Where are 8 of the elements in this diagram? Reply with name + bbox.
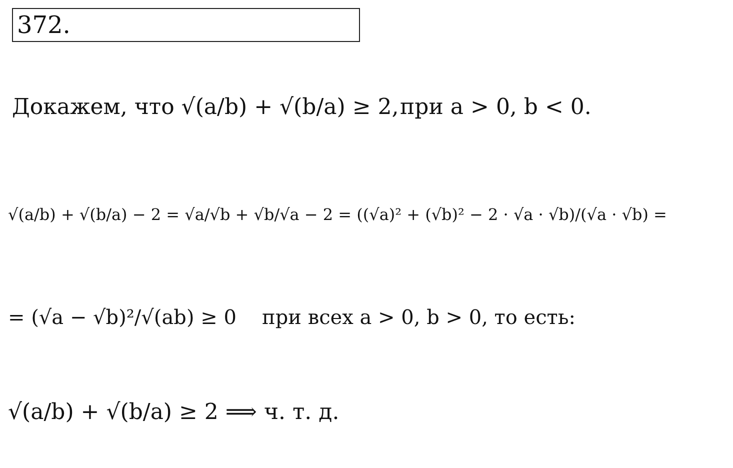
condition-text: при a > 0, b < 0. <box>400 95 592 120</box>
problem-number: 372. <box>17 11 70 39</box>
equation-line: = (√a − √b)²/√(ab) ≥ 0 <box>8 305 236 329</box>
equation-line: √(a/b) + √(b/a) − 2 = √a/√b + √b/√a − 2 = ((√a)² + (√b)² − 2 · √a · √b)/(√a · √b) = <box>8 205 667 224</box>
problem-number-box <box>12 8 360 42</box>
conclusion-text: при всех a > 0, b > 0, то есть: <box>262 305 576 329</box>
statement-text: Докажем, что √(a/b) + √(b/a) ≥ 2, <box>12 95 399 120</box>
equation-line: √(a/b) + √(b/a) ≥ 2 ⟹ ч. т. д. <box>8 400 340 425</box>
